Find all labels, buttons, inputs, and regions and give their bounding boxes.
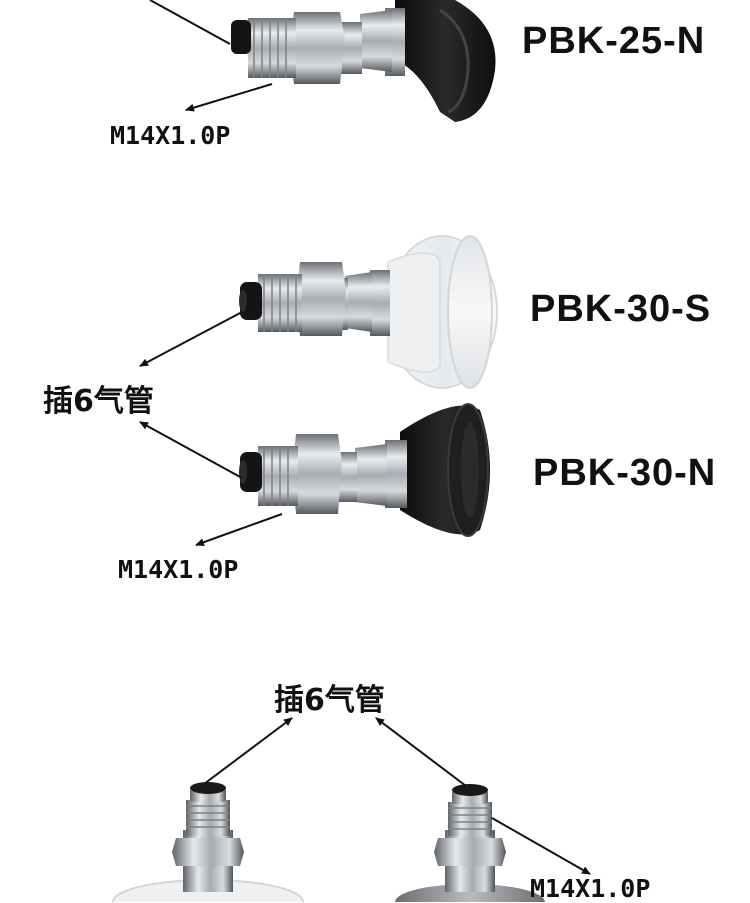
callout-arrows [139,0,591,875]
arrow-thread-1 [185,83,273,112]
product-pbk-30-n [239,403,490,537]
thread-label-2: M14X1.0P [118,555,239,584]
arrow-tube-upper [139,311,243,367]
thread-label-1: M14X1.0P [110,121,231,150]
product-pbk-25-n [231,0,496,122]
arrow-tube-lower [139,421,243,479]
model-label-pbk-30-s: PBK-30-S [530,288,712,330]
thread-label-3: M14X1.0P [530,874,651,903]
arrow-tube-1 [149,0,231,45]
arrow-tube-right [375,717,467,787]
model-label-pbk-25-n: PBK-25-N [522,20,706,62]
arrow-thread-3 [195,513,283,547]
tube-label-2: 插6气管 [274,683,385,718]
arrow-tube-left [203,717,293,785]
product-vertical-dark [395,784,545,902]
product-vertical-clear [112,782,304,902]
product-pbk-30-s [239,235,498,389]
model-label-pbk-30-n: PBK-30-N [533,452,717,494]
arrow-thread-right [491,817,591,875]
tube-label-1: 插6气管 [43,384,154,419]
